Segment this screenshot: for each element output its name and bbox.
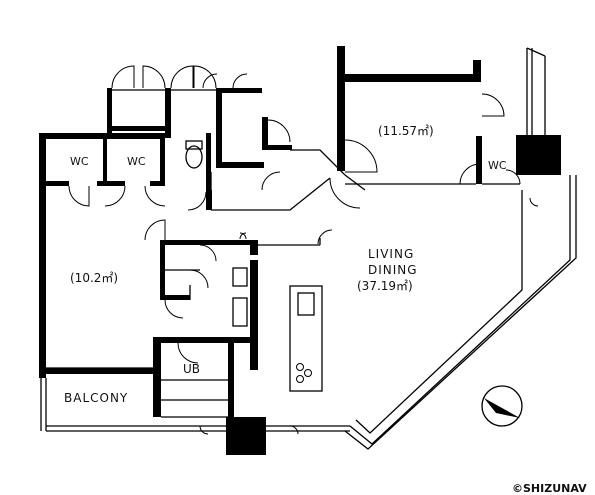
living-area-label: (37.19㎡) [357,279,413,293]
balcony-label: BALCONY [64,391,128,405]
door-swings [68,65,539,435]
wc-left-label: WC [70,155,89,168]
living-label: LIVING [368,247,414,261]
north-arrow-compass-icon [481,385,523,427]
structural-walls [39,46,561,455]
copyright-text: ©SHIZUNAV [512,482,587,495]
cooktop [296,363,312,383]
wc-middle-label: WC [127,155,146,168]
thin-walls [40,47,577,450]
bedroom-north-label: (11.57㎡) [378,124,434,138]
wc-right-label: WC [488,159,507,172]
bath-label: UB [183,362,200,376]
dining-label: DINING [368,263,418,277]
bedroom-west-label: (10.2㎡) [70,271,118,285]
